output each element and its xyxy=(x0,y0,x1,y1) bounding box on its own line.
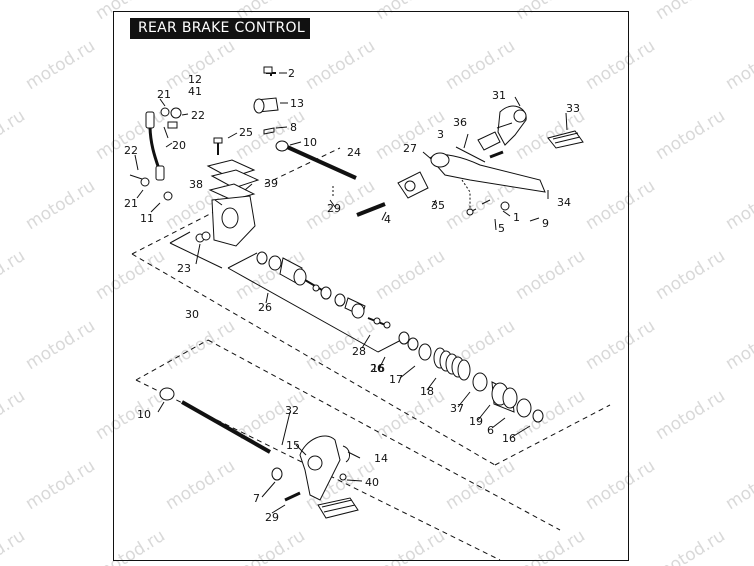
brake-line xyxy=(148,124,162,173)
callout-17: 17 xyxy=(389,373,403,386)
callout-25: 25 xyxy=(239,126,253,139)
callout-23: 23 xyxy=(177,262,191,275)
callout-16-upper: 16 xyxy=(371,362,385,375)
foot-pad xyxy=(317,497,359,519)
callout-29-lower: 29 xyxy=(265,511,279,524)
callout-3: 3 xyxy=(437,128,444,141)
callout-5: 5 xyxy=(498,222,505,235)
callout-24: 24 xyxy=(347,146,361,159)
callout-22-upper: 22 xyxy=(191,109,205,122)
bracket-26 xyxy=(227,252,406,353)
callout-13: 13 xyxy=(290,97,304,110)
callout-28: 28 xyxy=(352,345,366,358)
callout-29-upper: 29 xyxy=(327,202,341,215)
callout-40: 40 xyxy=(365,476,379,489)
callout-34: 34 xyxy=(557,196,571,209)
diagram-title: REAR BRAKE CONTROL xyxy=(130,18,310,39)
callout-2: 2 xyxy=(288,67,295,80)
callout-14: 14 xyxy=(374,452,388,465)
callout-21-upper: 21 xyxy=(157,88,171,101)
callout-8: 8 xyxy=(290,121,297,134)
assembly-boundary-upper xyxy=(131,195,611,466)
callout-27: 27 xyxy=(403,142,417,155)
callout-22-lower: 22 xyxy=(124,144,138,157)
callout-41: 41 xyxy=(188,85,202,98)
pivot-shaft xyxy=(181,400,271,454)
callout-10-lower: 10 xyxy=(137,408,151,421)
callout-11: 11 xyxy=(140,212,154,225)
brake-pedal-pad xyxy=(547,130,584,149)
callout-39: 39 xyxy=(264,177,278,190)
callout-12: 12 xyxy=(188,73,202,86)
callout-18: 18 xyxy=(420,385,434,398)
callout-26-upper: 26 xyxy=(258,301,272,314)
callout-6: 6 xyxy=(487,424,494,437)
callout-21-lower: 21 xyxy=(124,197,138,210)
callout-20: 20 xyxy=(172,139,186,152)
callout-15: 15 xyxy=(286,439,300,452)
callout-9: 9 xyxy=(542,217,549,230)
callout-32: 32 xyxy=(285,404,299,417)
callout-36: 36 xyxy=(453,116,467,129)
callout-38: 38 xyxy=(189,178,203,191)
callout-37: 37 xyxy=(450,402,464,415)
callout-1: 1 xyxy=(513,211,520,224)
callout-26-lower: 26 xyxy=(370,362,384,375)
callout-16-lower: 16 xyxy=(502,432,516,445)
callout-19: 19 xyxy=(469,415,483,428)
callout-10-upper: 10 xyxy=(303,136,317,149)
callout-4: 4 xyxy=(384,213,391,226)
spring xyxy=(433,347,471,381)
diagram-frame xyxy=(113,11,629,561)
callout-33: 33 xyxy=(566,102,580,115)
callout-7: 7 xyxy=(253,492,260,505)
callout-31: 31 xyxy=(492,89,506,102)
callout-30: 30 xyxy=(185,308,199,321)
callout-35: 35 xyxy=(431,199,445,212)
bracket-23 xyxy=(169,231,223,269)
callout-labels: 1 2 3 4 5 6 7 8 9 10 10 11 12 13 14 15 1… xyxy=(124,67,580,524)
